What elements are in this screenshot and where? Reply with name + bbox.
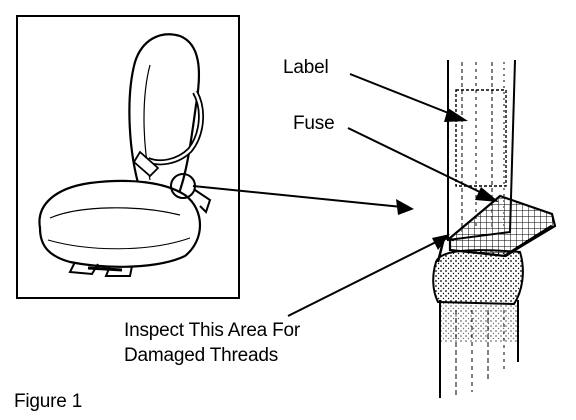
belt-webbing-detail — [432, 59, 557, 398]
seat-inset — [16, 15, 240, 299]
seat-back — [128, 33, 201, 198]
stitched-area — [432, 249, 524, 306]
leader-fuse — [347, 127, 499, 202]
sewn-label-patch — [455, 89, 507, 187]
inspect-callout: Inspect This Area For Damaged Threads — [124, 318, 300, 368]
leader-label — [349, 73, 468, 122]
inspect-line-2: Damaged Threads — [124, 345, 279, 366]
label-callout: Label — [283, 57, 329, 78]
seat-cushion — [38, 179, 201, 268]
arrow-to-detail — [192, 185, 414, 215]
figure-caption: Figure 1 — [14, 391, 83, 412]
leader-inspect — [287, 234, 450, 317]
inspect-line-1: Inspect This Area For — [124, 320, 301, 341]
inset-frame — [16, 15, 240, 299]
fuse-callout: Fuse — [293, 113, 335, 134]
